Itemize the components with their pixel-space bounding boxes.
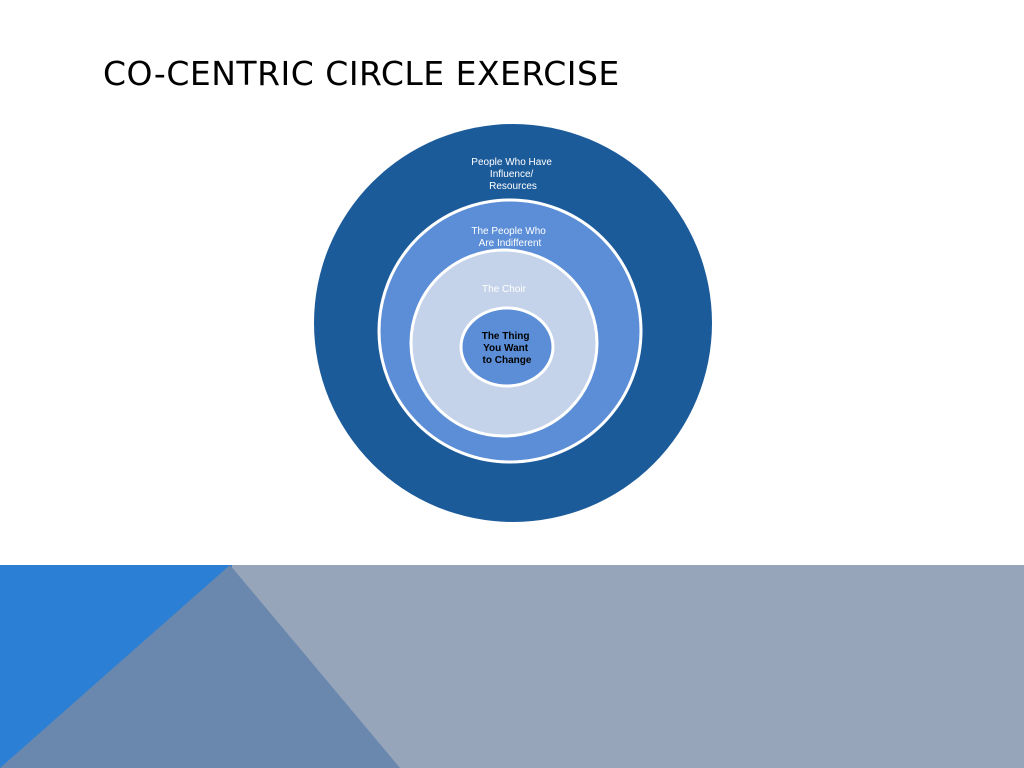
outer-ring-label-line-3: Resources bbox=[489, 181, 537, 192]
center-label-line-2: You Want bbox=[483, 343, 529, 354]
center-label: The Thing You Want to Change bbox=[482, 331, 533, 366]
center-thing-to-change bbox=[459, 306, 555, 388]
indifferent-ring-label-line-1: The People Who bbox=[471, 226, 546, 237]
slide-title: CO-CENTRIC CIRCLE EXERCISE bbox=[103, 54, 620, 93]
center-label-line-3: to Change bbox=[483, 355, 532, 366]
outer-ring-label-line-2: Influence/ bbox=[490, 169, 534, 180]
center-label-line-1: The Thing bbox=[482, 331, 530, 342]
concentric-circle-diagram: People Who Have Influence/ Resources The… bbox=[314, 124, 712, 522]
choir-ring-label: The Choir bbox=[482, 284, 527, 295]
outer-ring-label-line-1: People Who Have bbox=[471, 157, 552, 168]
footer-slate-triangle bbox=[0, 565, 400, 768]
footer-decoration bbox=[0, 565, 1024, 768]
indifferent-ring-label-line-2: Are Indifferent bbox=[479, 238, 542, 249]
indifferent-ring-label: The People Who Are Indifferent bbox=[471, 226, 548, 249]
choir-ring-label-line-1: The Choir bbox=[482, 284, 527, 295]
outer-ring-label: People Who Have Influence/ Resources bbox=[471, 157, 554, 192]
